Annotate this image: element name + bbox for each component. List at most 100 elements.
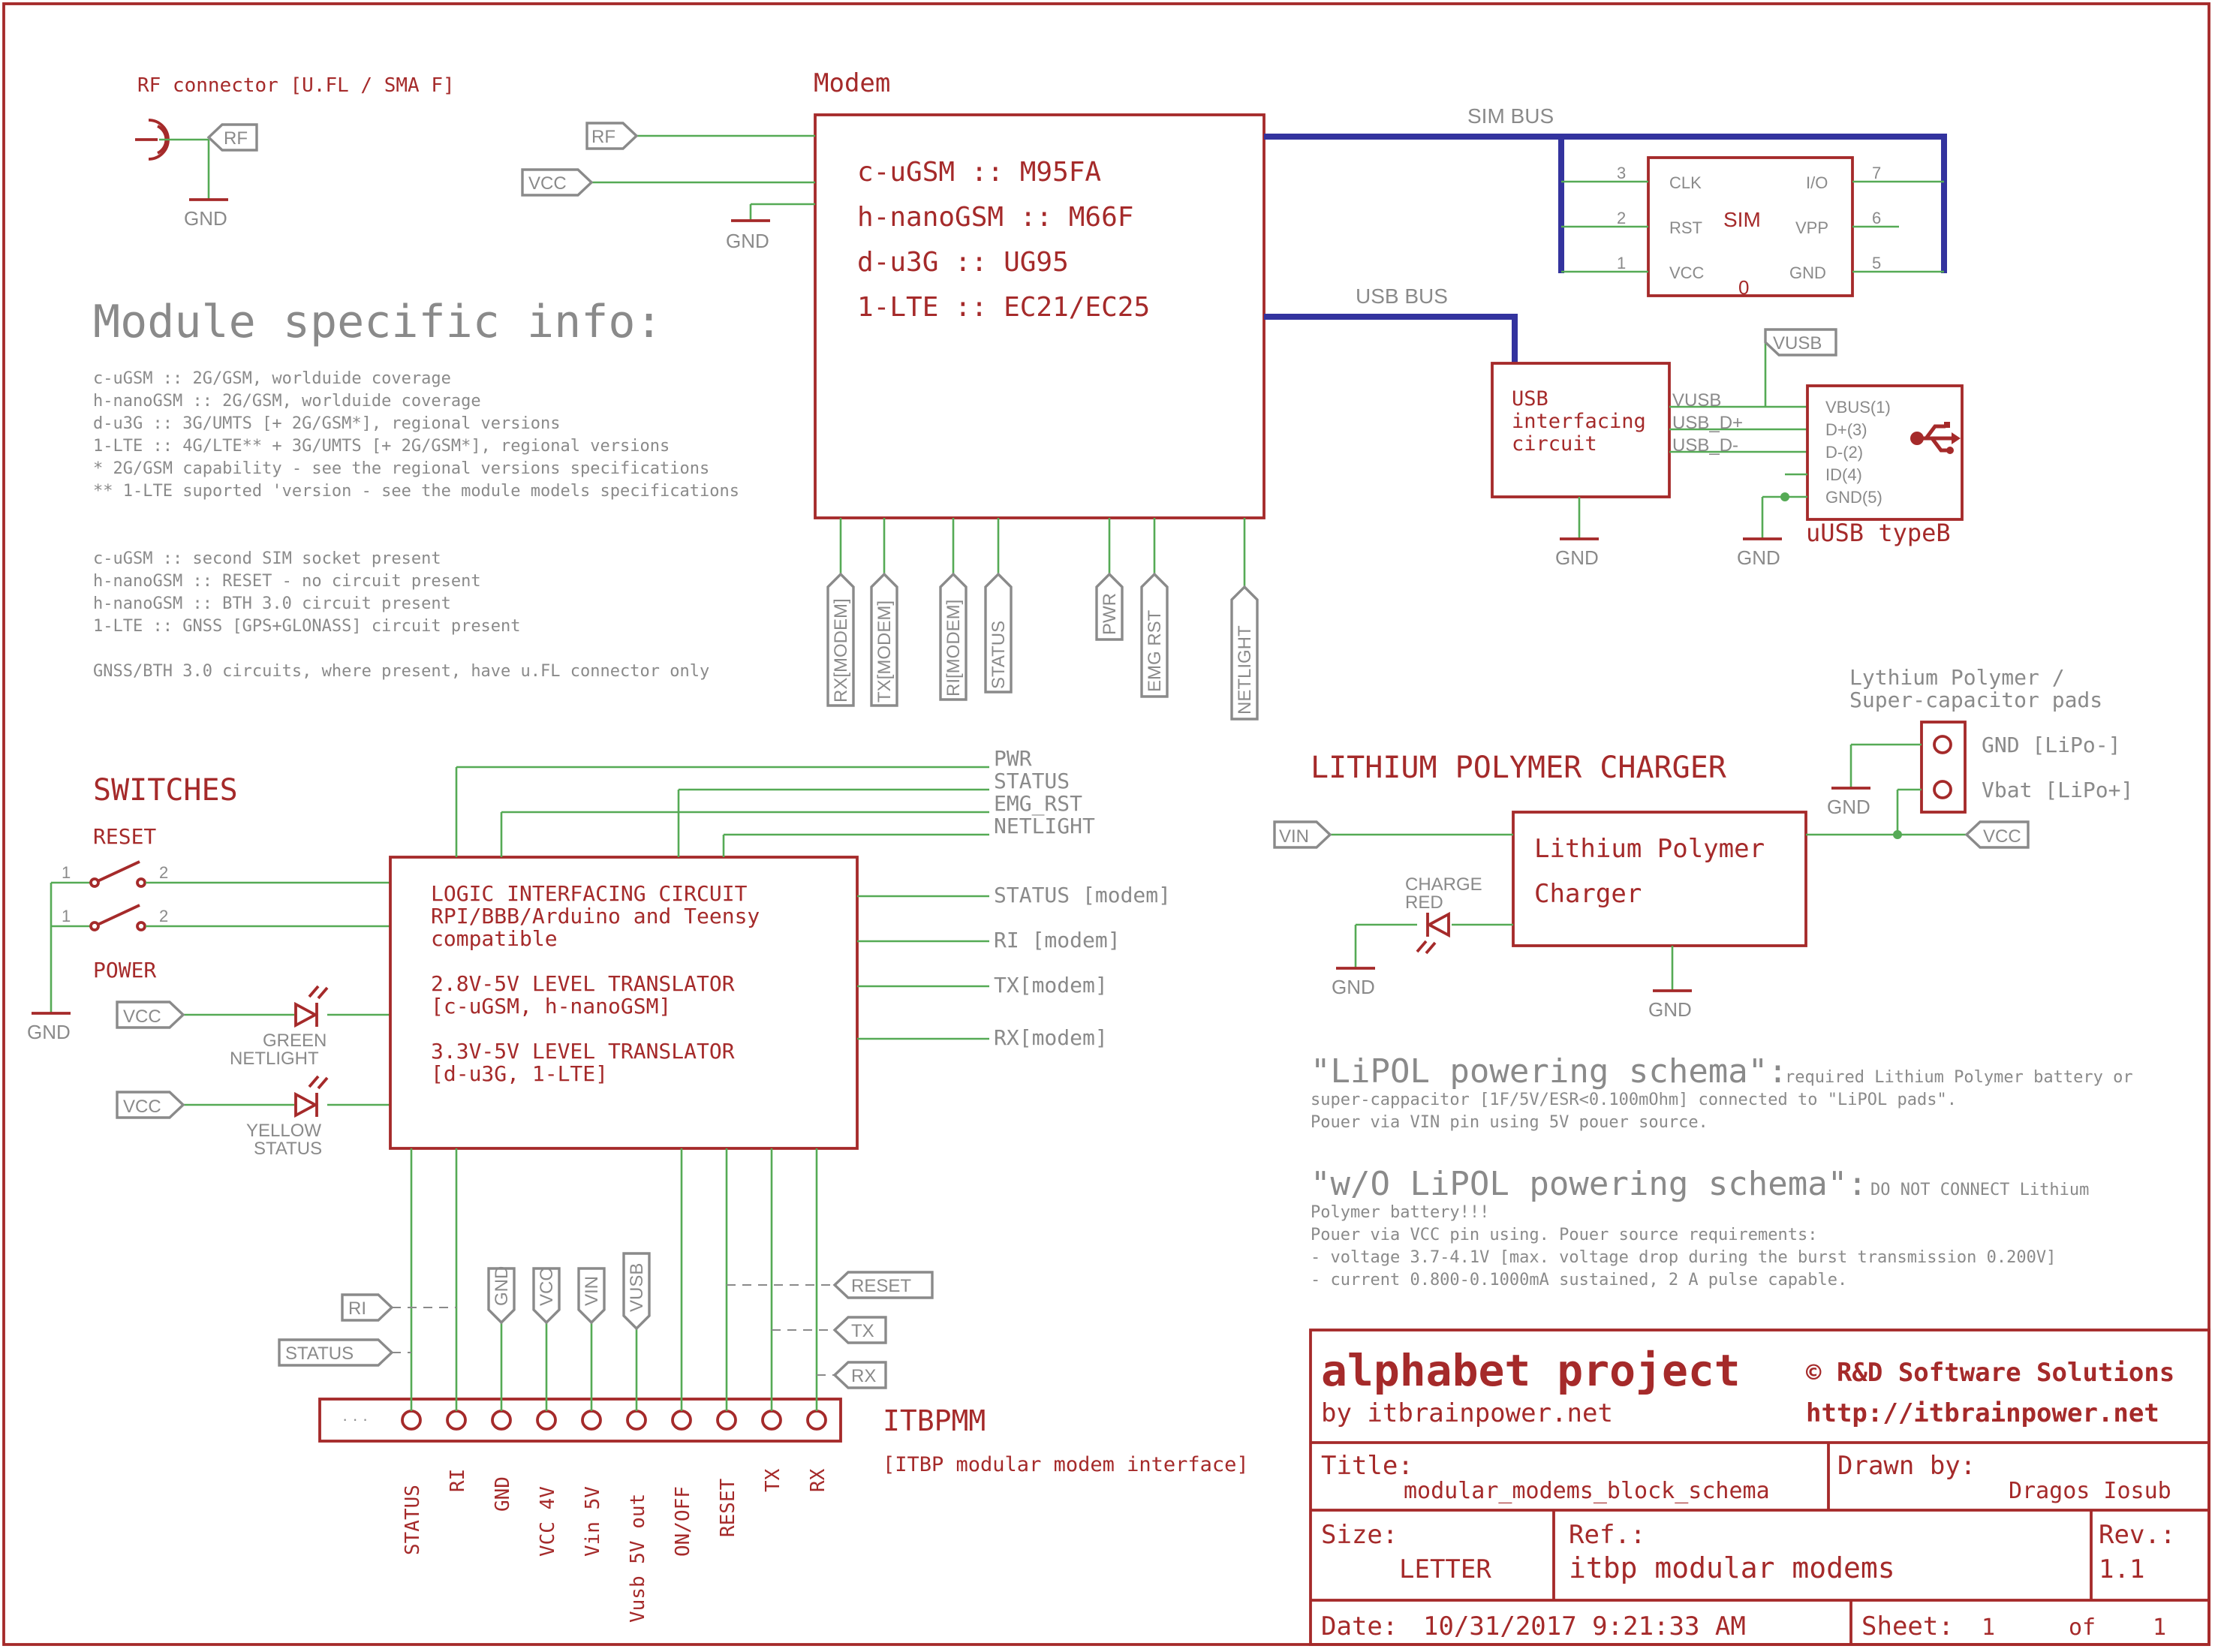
sim-pin-gnd: GND: [1789, 263, 1826, 282]
logic-signal-rx-modem: RX[modem]: [994, 1025, 1108, 1050]
green-led-label-2: NETLIGHT: [230, 1049, 319, 1069]
pad-vbat-label: Vbat [LiPo+]: [1982, 778, 2133, 802]
uusb-pin-dp: D+(3): [1825, 420, 1867, 439]
sim-pin-vcc: VCC: [1669, 263, 1705, 282]
lipol-schema-line-2: super-cappacitor [1F/5V/ESR<0.100mOhm] c…: [1311, 1091, 1957, 1109]
itbpmm-vusb-label: VUSB: [622, 1252, 651, 1331]
tb-of-label: of: [2069, 1614, 2096, 1641]
modem-line-3: d-u3G :: UG95: [857, 247, 1069, 278]
sim-pin-clk: CLK: [1669, 173, 1702, 192]
switch-power-label: POWER: [93, 958, 156, 982]
lipol-schema-line-3: Pouer via VIN pin using 5V pouer source.: [1311, 1113, 1708, 1132]
usb-gnd-symbol: GND: [1555, 537, 1599, 569]
svg-text:GND: GND: [27, 1021, 71, 1043]
svg-text:RI: RI: [348, 1298, 366, 1319]
module-info-line-1: c-uGSM :: 2G/GSM, worlduide coverage: [93, 369, 451, 388]
sim-pin-num-1: 1: [1617, 254, 1626, 272]
logic-line-1: LOGIC INTERFACING CIRCUIT: [431, 881, 748, 906]
tb-ref-label: Ref.:: [1569, 1520, 1645, 1550]
tb-url: http://itbrainpower.net: [1806, 1398, 2159, 1428]
module-info-line-3: d-u3G :: 3G/UMTS [+ 2G/GSM*], regional v…: [93, 414, 561, 433]
sim-pin-rst: RST: [1669, 218, 1702, 237]
green-led-label-1: GREEN: [263, 1031, 327, 1051]
sim-pin-io: I/O: [1806, 173, 1828, 192]
rf-connector-label: RF: [206, 123, 258, 152]
module-info-line-8: h-nanoGSM :: RESET - no circuit present: [93, 572, 481, 591]
usb-circuit-line-1: USB: [1512, 387, 1548, 411]
green-led-icon: [294, 985, 329, 1028]
sim-bus: [1264, 134, 1947, 273]
uusb-pin-dm: D-(2): [1825, 443, 1863, 462]
sim-pin-num-5: 5: [1872, 254, 1881, 272]
tb-rev-label: Rev.:: [2099, 1520, 2175, 1550]
charge-led-icon: [1416, 911, 1450, 955]
itbpmm-pin-gnd: GND: [492, 1476, 514, 1512]
itbpmm-tx-label: TX: [832, 1316, 887, 1344]
uusb-gnd-symbol: GND: [1737, 537, 1782, 569]
svg-text:VCC: VCC: [537, 1268, 557, 1306]
itbpmm-reset-label: RESET: [832, 1271, 934, 1299]
sim-pin-vpp: VPP: [1795, 218, 1828, 237]
charger-junction-dot: [1893, 830, 1902, 839]
yellow-led-label-2: STATUS: [254, 1139, 322, 1159]
pads-title-2: Super-capacitor pads: [1849, 688, 2102, 712]
svg-text:STATUS: STATUS: [285, 1344, 354, 1364]
modem-line-2: h-nanoGSM :: M66F: [857, 202, 1133, 233]
svg-text:RI[MODEM]: RI[MODEM]: [943, 600, 964, 697]
svg-text:2: 2: [159, 907, 168, 925]
wo-lipol-line-3: Pouer via VCC pin using. Pouer source re…: [1311, 1226, 1818, 1244]
modem-pin-netlight: NETLIGHT: [1230, 585, 1259, 721]
module-info-line-4: 1-LTE :: 4G/LTE** + 3G/UMTS [+ 2G/GSM*],…: [93, 437, 670, 456]
svg-text:RF: RF: [224, 128, 248, 149]
uusb-pin-gnd: GND(5): [1825, 488, 1882, 507]
tb-date-label: Date:: [1321, 1611, 1398, 1641]
itbpmm-title: ITBPMM: [883, 1404, 986, 1437]
itbpmm-pin-vcc: VCC 4V: [537, 1486, 559, 1557]
usb-bus: [1264, 314, 1518, 363]
modem-pin-tx: TX[MODEM]: [870, 572, 898, 707]
svg-text:VCC: VCC: [1983, 826, 2021, 847]
tb-project: alphabet project: [1321, 1345, 1741, 1396]
lipo-charger-box: [1512, 811, 1807, 947]
modem-rf-label: RF: [585, 122, 639, 150]
sim-pin-num-2: 2: [1617, 209, 1626, 227]
itbpmm-gnd-label: GND: [487, 1266, 516, 1325]
svg-text:RX: RX: [851, 1366, 876, 1386]
rf-gnd-symbol: GND: [184, 198, 228, 230]
module-info-line-7: c-uGSM :: second SIM socket present: [93, 549, 441, 568]
svg-text:RF: RF: [591, 127, 615, 147]
tb-copyright: © R&D Software Solutions: [1806, 1358, 2174, 1388]
wo-lipol-line-5: - current 0.800-0.1000mA sustained, 2 A …: [1311, 1271, 1847, 1289]
itbpmm-vin-label: VIN: [577, 1267, 606, 1325]
logic-line-3: compatible: [431, 926, 558, 951]
modem-pin-ri: RI[MODEM]: [939, 572, 968, 701]
svg-text:GND: GND: [726, 230, 769, 252]
itbpmm-pin-ri: RI: [447, 1469, 469, 1492]
svg-text:RX[MODEM]: RX[MODEM]: [831, 598, 851, 703]
svg-text:RESET: RESET: [851, 1276, 911, 1296]
usb-signal-dp: USB_D+: [1672, 413, 1743, 433]
switch-reset-label: RESET: [93, 824, 156, 849]
uusb-connector-name: uUSB typeB: [1806, 519, 1951, 547]
svg-text:GND: GND: [1737, 546, 1780, 569]
svg-text:GND: GND: [1827, 796, 1870, 818]
svg-text:VCC: VCC: [123, 1007, 161, 1027]
charger-box-line-2: Charger: [1534, 879, 1642, 909]
logic-line-6: 3.3V-5V LEVEL TRANSLATOR: [431, 1039, 735, 1064]
usb-circuit-line-3: circuit: [1512, 432, 1597, 456]
logic-signal-netlight: NETLIGHT: [994, 814, 1095, 838]
switches-title: SWITCHES: [93, 773, 238, 808]
itbpmm-pin-vin: Vin 5V: [582, 1486, 604, 1557]
vcc-label-green-led: VCC: [116, 1001, 185, 1029]
uusb-pin-id: ID(4): [1825, 465, 1862, 484]
svg-text:GND: GND: [184, 207, 227, 230]
svg-text:VUSB: VUSB: [627, 1263, 647, 1312]
svg-text:GND: GND: [1555, 546, 1599, 569]
logic-line-5: [c-uGSM, h-nanoGSM]: [431, 994, 671, 1019]
itbpmm-pin-reset: RESET: [717, 1478, 739, 1537]
itbpmm-pin-status: STATUS: [402, 1485, 424, 1555]
vcc-label-yellow-led: VCC: [116, 1091, 185, 1119]
power-switch: 1 2: [51, 904, 390, 931]
modem-line-1: c-uGSM :: M95FA: [857, 157, 1101, 188]
logic-signal-status: STATUS: [994, 769, 1070, 793]
